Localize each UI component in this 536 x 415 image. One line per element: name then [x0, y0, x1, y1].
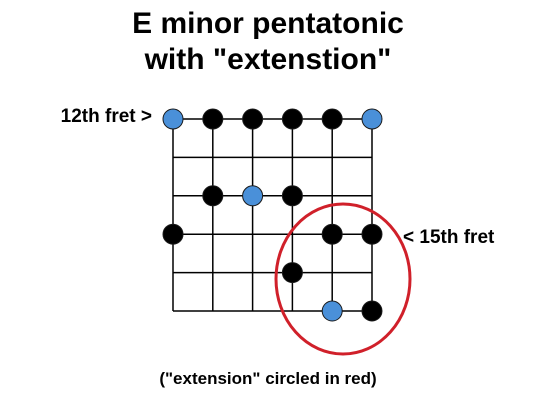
title-line-2: with "extenstion" [144, 43, 392, 76]
caption: ("extension" circled in red) [159, 369, 377, 388]
root-note-dot [361, 108, 383, 130]
fret-12-label: 12th fret > [60, 106, 152, 127]
scale-note-dot [281, 262, 303, 284]
scale-note-dot [361, 300, 383, 322]
scale-note-dot [281, 185, 303, 207]
scale-note-dot [162, 223, 184, 245]
root-note-dot [242, 185, 264, 207]
scale-notes [162, 108, 383, 322]
scale-note-dot [321, 223, 343, 245]
scale-note-dot [281, 108, 303, 130]
scale-note-dot [202, 108, 224, 130]
title-line-1: E minor pentatonic [132, 7, 404, 40]
scale-note-dot [202, 185, 224, 207]
extension-circle [274, 202, 412, 356]
scale-note-dot [361, 223, 383, 245]
fret-15-label: < 15th fret [403, 227, 495, 248]
scale-note-dot [242, 108, 264, 130]
fretboard-grid [172, 118, 373, 312]
root-note-dot [321, 300, 343, 322]
root-note-dot [162, 108, 184, 130]
scale-note-dot [321, 108, 343, 130]
